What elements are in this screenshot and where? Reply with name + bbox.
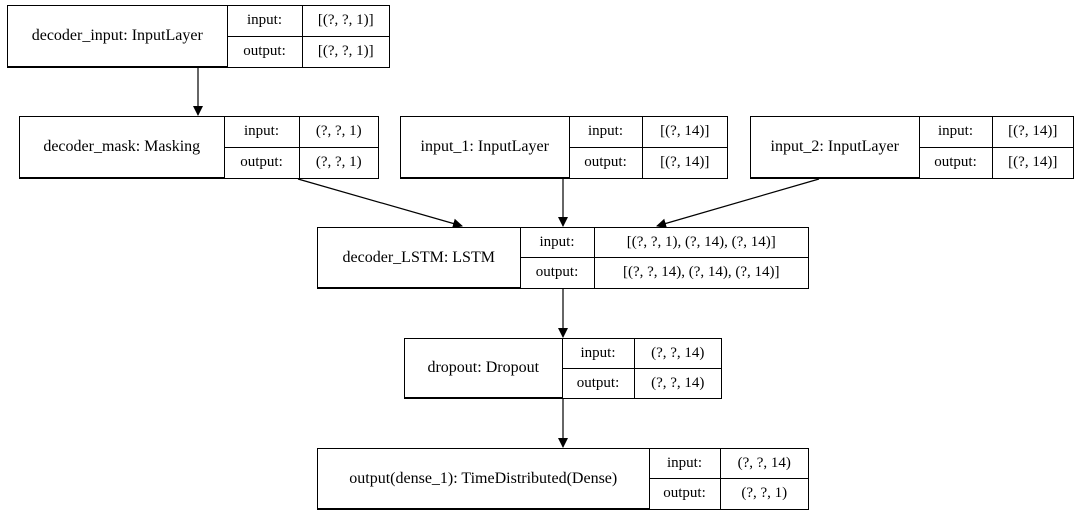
- node-decoder-lstm: decoder_LSTM: LSTM input: [(?, ?, 1), (?…: [317, 227, 809, 289]
- input-label: input:: [568, 117, 643, 148]
- node-decoder-mask: decoder_mask: Masking input: (?, ?, 1) o…: [19, 116, 379, 179]
- node-name: decoder_mask: Masking: [20, 117, 225, 178]
- node-decoder-input: decoder_input: InputLayer input: [(?, ?,…: [7, 5, 390, 68]
- output-shape: (?, ?, 1): [298, 146, 378, 178]
- input-shape: [(?, ?, 1), (?, 14), (?, 14)]: [593, 228, 808, 259]
- output-label: output:: [919, 146, 993, 178]
- output-label: output:: [227, 35, 303, 67]
- output-label: output:: [224, 146, 300, 178]
- input-label: input:: [519, 228, 595, 259]
- input-shape: (?, ?, 14): [719, 449, 808, 480]
- input-label: input:: [648, 449, 721, 480]
- node-name: decoder_input: InputLayer: [8, 6, 228, 67]
- input-label: input:: [226, 6, 303, 37]
- output-shape: (?, ?, 14): [633, 367, 721, 398]
- input-label: input:: [918, 117, 993, 148]
- edge-decoder_mask-to-decoder_lstm: [297, 178, 463, 229]
- output-shape: [(?, ?, 14), (?, 14), (?, 14)]: [593, 257, 808, 288]
- output-label: output:: [649, 478, 721, 509]
- input-label: input:: [561, 339, 635, 369]
- input-shape: [(?, ?, 1)]: [301, 6, 389, 37]
- node-input-2: input_2: InputLayer input: [(?, 14)] out…: [750, 116, 1074, 179]
- output-shape: (?, ?, 1): [719, 478, 808, 509]
- input-shape: [(?, 14)]: [641, 117, 727, 148]
- node-input-1: input_1: InputLayer input: [(?, 14)] out…: [400, 116, 728, 179]
- output-shape: [(?, 14)]: [991, 146, 1073, 178]
- node-name: input_1: InputLayer: [401, 117, 570, 178]
- input-shape: (?, ?, 1): [298, 117, 378, 148]
- output-shape: [(?, ?, 1)]: [301, 35, 389, 67]
- output-label: output:: [569, 146, 643, 178]
- node-name: input_2: InputLayer: [751, 117, 920, 178]
- input-shape: (?, ?, 14): [633, 339, 721, 369]
- node-output-dense: output(dense_1): TimeDistributed(Dense) …: [317, 448, 809, 510]
- output-label: output:: [520, 257, 595, 288]
- output-shape: [(?, 14)]: [641, 146, 727, 178]
- node-name: output(dense_1): TimeDistributed(Dense): [318, 449, 650, 509]
- edge-input_2-to-decoder_lstm: [656, 178, 820, 229]
- node-dropout: dropout: Dropout input: (?, ?, 14) outpu…: [404, 338, 722, 399]
- input-label: input:: [223, 117, 300, 148]
- input-shape: [(?, 14)]: [991, 117, 1073, 148]
- node-name: decoder_LSTM: LSTM: [318, 228, 521, 288]
- output-label: output:: [562, 367, 635, 398]
- node-name: dropout: Dropout: [405, 339, 563, 398]
